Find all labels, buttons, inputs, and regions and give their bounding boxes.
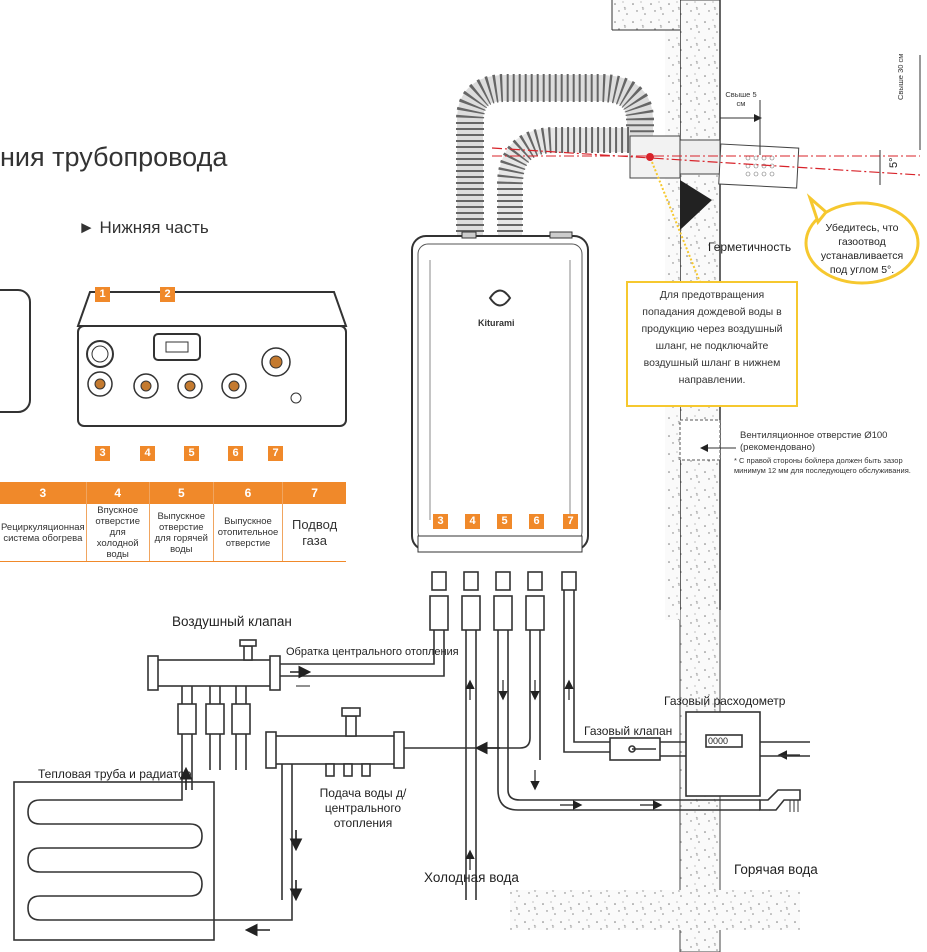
radiator-loop	[13, 766, 303, 941]
air-hose	[456, 74, 654, 238]
angle-label: 5°	[888, 157, 900, 168]
table-header-6: 6	[213, 482, 284, 504]
table-header-5: 5	[149, 482, 214, 504]
page-title: ния трубопровода	[0, 142, 228, 172]
table-cell-5: Выпускное отверстие для горячей воды	[149, 504, 214, 562]
table-cell-7: Подвод газа	[282, 504, 346, 562]
port-badge-4: 4	[465, 514, 480, 529]
badge-1: 1	[95, 287, 110, 302]
port-badge-6: 6	[529, 514, 544, 529]
gas-meter-label: Газовый расходометр	[664, 694, 786, 708]
supply-manifold	[265, 707, 500, 900]
flow-arrows	[465, 679, 800, 870]
port-table: 3 4 5 6 7 Рециркуляционная система обогр…	[0, 482, 346, 562]
supply-line-label: Подача воды д/ центрального отопления	[319, 786, 407, 830]
gas-line	[609, 711, 810, 797]
badge-4: 4	[140, 446, 155, 461]
section-subtitle: ► Нижняя часть	[78, 218, 209, 237]
boiler-pipes	[400, 571, 760, 900]
air-valve-manifold	[147, 639, 281, 770]
above-30cm-label: Свыше 30 см	[896, 53, 905, 100]
angle-callout: Убедитесь, что газоотвод устанавливается…	[820, 222, 904, 276]
badge-6: 6	[228, 446, 243, 461]
port-badge-5: 5	[497, 514, 512, 529]
rain-callout: Для предотвращения попадания дождевой во…	[626, 281, 798, 407]
badge-5: 5	[184, 446, 199, 461]
return-line	[278, 663, 420, 687]
return-line-label: Обратка центрального отопления	[286, 646, 459, 658]
badge-3: 3	[95, 446, 110, 461]
flue-pipe	[491, 55, 921, 230]
boiler-brand: Kiturami	[478, 318, 515, 328]
sealing-label: Герметичность	[708, 240, 792, 254]
vent-note-line2: (рекомендовано)	[740, 442, 816, 453]
port-badge-3: 3	[433, 514, 448, 529]
hot-water-label: Горячая вода	[734, 862, 818, 877]
heat-pipe-label: Тепловая труба и радиатор	[38, 767, 192, 781]
table-header-3: 3	[0, 482, 87, 504]
table-cell-6: Выпускное отопительное отверстие	[213, 504, 284, 562]
faucet-icon	[759, 789, 801, 812]
vent-note-footnote: * С правой стороны бойлера должен быть з…	[734, 456, 911, 475]
cold-water-label: Холодная вода	[424, 870, 519, 885]
gas-valve-label: Газовый клапан	[584, 724, 673, 738]
above-5cm-label: Свыше 5 см	[725, 90, 757, 108]
callout-pointer	[651, 161, 701, 283]
badge-2: 2	[160, 287, 175, 302]
table-cell-3: Рециркуляционная система обогрева	[0, 504, 87, 562]
angle-callout-bubble	[804, 193, 920, 285]
boiler-bottom-view	[0, 289, 348, 427]
floor	[510, 890, 800, 930]
gas-meter-reading: 0000	[708, 736, 729, 746]
port-badge-7: 7	[563, 514, 578, 529]
boiler-body	[411, 231, 589, 553]
table-header-7: 7	[282, 482, 346, 504]
table-cell-4: Впускное отверстие для холодной воды	[86, 504, 150, 562]
air-valve-label: Воздушный клапан	[172, 614, 292, 629]
table-header-4: 4	[86, 482, 150, 504]
badge-7: 7	[268, 446, 283, 461]
vent-note-line1: Вентиляционное отверстие Ø100	[740, 430, 888, 441]
